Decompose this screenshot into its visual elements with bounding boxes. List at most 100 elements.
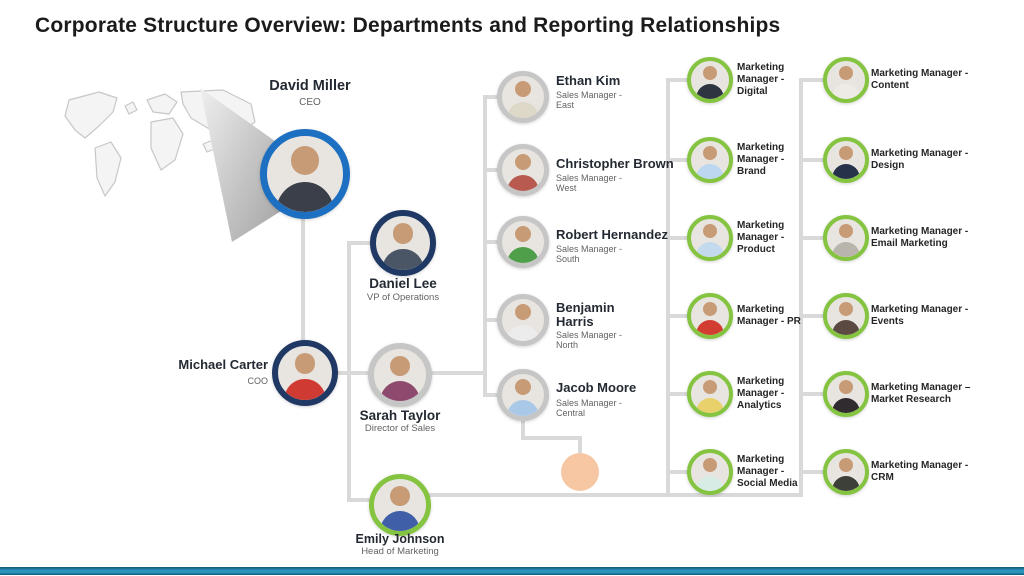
connector-line [799, 78, 824, 82]
connector-line [799, 314, 824, 318]
label-mktg-design: Marketing Manager - Design [871, 148, 969, 171]
label-role-sales-south: Sales Manager - South [556, 244, 623, 265]
photo-mktg-events [823, 293, 869, 339]
avatar-body [695, 398, 725, 413]
connector-line [483, 393, 501, 397]
avatar-body [831, 242, 861, 257]
avatar-head [838, 223, 854, 239]
label-role-sales-east: Sales Manager - East [556, 90, 623, 111]
label-role-coo: COO [247, 376, 268, 386]
connector-line [521, 436, 582, 440]
label-role-sales-west: Sales Manager - West [556, 173, 623, 194]
avatar-body [507, 101, 539, 118]
label-name-coo: Michael Carter [178, 357, 268, 372]
photo-mktg-market-research [823, 371, 869, 417]
avatar-body [831, 84, 861, 99]
label-mktg-analytics: Marketing Manager - Analytics [737, 376, 785, 411]
photo-sales-manager-central [497, 369, 549, 421]
avatar-body [695, 320, 725, 335]
label-role-ceo: CEO [299, 97, 321, 108]
avatar-head [515, 379, 531, 396]
photo-mktg-content [823, 57, 869, 103]
label-name-sales-central: Jacob Moore [556, 380, 637, 395]
label-mktg-crm: Marketing Manager - CRM [871, 460, 969, 483]
label-name-sales-south: Robert Hernandez [556, 227, 668, 242]
avatar-body [695, 242, 725, 257]
avatar-head [515, 226, 531, 243]
photo-mktg-crm [823, 449, 869, 495]
avatar-body [507, 174, 539, 191]
label-mktg-content: Marketing Manager - Content [871, 68, 969, 91]
connector-line [521, 421, 525, 438]
photo-mktg-email-marketing [823, 215, 869, 261]
connector-line [347, 498, 372, 502]
photo-mktg-digital [687, 57, 733, 103]
photo-sales-manager-west [497, 144, 549, 196]
avatar-head [294, 353, 316, 374]
connector-line [799, 392, 824, 396]
label-role-sales-central: Sales Manager - Central [556, 398, 623, 419]
avatar-head [515, 81, 531, 98]
avatar-body [695, 164, 725, 179]
photo-mktg-pr [687, 293, 733, 339]
connector-line [483, 95, 487, 397]
avatar-head [702, 145, 718, 161]
avatar-head [702, 65, 718, 81]
connector-line [666, 236, 691, 240]
connector-line [578, 436, 582, 455]
avatar-head [702, 457, 718, 473]
label-name-director-sales: Sarah Taylor [359, 408, 441, 423]
connector-line [483, 168, 501, 172]
connector-line [799, 470, 824, 474]
connector-line [666, 314, 691, 318]
photo-daniel-lee [370, 210, 436, 276]
label-mktg-market-research: Marketing Manager – Market Research [871, 382, 971, 405]
avatar-body [831, 476, 861, 491]
avatar-body [831, 398, 861, 413]
label-role-vp-operations: VP of Operations [366, 292, 440, 303]
connector-line [666, 158, 691, 162]
label-mktg-brand: Marketing Manager - Brand [737, 142, 785, 177]
connector-line [666, 78, 670, 497]
connector-line [301, 219, 305, 341]
avatar-head [515, 304, 531, 321]
photo-michael-carter [272, 340, 338, 406]
avatar-body [831, 164, 861, 179]
avatar-body [507, 324, 539, 341]
label-name-ceo: David Miller [269, 78, 351, 94]
label-name-sales-east: Ethan Kim [556, 73, 621, 88]
photo-sales-manager-south [497, 216, 549, 268]
photo-mktg-social-media [687, 449, 733, 495]
photo-mktg-analytics [687, 371, 733, 417]
connector-line [429, 493, 803, 497]
avatar-head [838, 145, 854, 161]
photo-mktg-brand [687, 137, 733, 183]
avatar-body [380, 510, 420, 531]
avatar-body [276, 182, 334, 212]
avatar-body [284, 378, 326, 400]
avatar-head [838, 65, 854, 81]
avatar-head [838, 457, 854, 473]
label-mktg-social-media: Marketing Manager - Social Media [737, 454, 798, 489]
avatar-head [390, 485, 410, 506]
label-mktg-events: Marketing Manager - Events [871, 304, 969, 327]
avatar-head [392, 223, 414, 244]
avatar-body [831, 320, 861, 335]
photo-sales-manager-east [497, 71, 549, 123]
label-name-vp-operations: Daniel Lee [369, 276, 437, 291]
connector-line [799, 158, 824, 162]
label-mktg-digital: Marketing Manager - Digital [737, 62, 785, 97]
avatar-head [702, 301, 718, 317]
photo-sarah-taylor [368, 343, 432, 407]
label-name-sales-north: Benjamin Harris [556, 300, 615, 330]
connector-line [347, 241, 372, 245]
avatar-body [507, 399, 539, 416]
footer-accent-bar [0, 567, 1024, 575]
avatar-body [380, 380, 420, 401]
avatar-head [838, 301, 854, 317]
photo-mktg-design [823, 137, 869, 183]
slide-title: Corporate Structure Overview: Department… [35, 14, 781, 37]
connector-line [347, 241, 351, 502]
connector-line [483, 240, 501, 244]
